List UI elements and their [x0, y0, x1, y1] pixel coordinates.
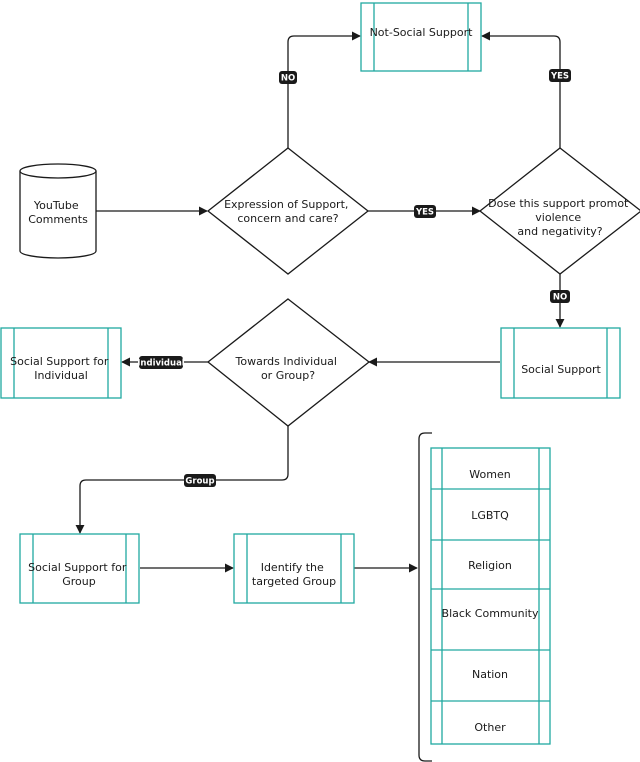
dose-line-1: Dose this support promot	[488, 197, 629, 210]
edge-dose-to-not-social	[481, 31, 561, 148]
edge-label-no-mid-text: NO	[553, 293, 567, 303]
social-support-group-label: Social Support for Group	[28, 561, 130, 588]
identify-group-label: Identify the targeted Group	[252, 561, 336, 588]
edge-expression-to-not-social	[287, 31, 361, 148]
expression-label: Expression of Support, concern and care?	[224, 198, 352, 225]
group-item-other: Other	[474, 721, 506, 734]
youtube-line-1: YouTube	[33, 199, 79, 212]
edge-label-no-mid: NO	[550, 290, 570, 303]
towards-line-1: Towards Individual	[235, 355, 337, 368]
youtube-comments-database: YouTube Comments	[19, 163, 97, 259]
dose-decision: Dose this support promot violence and ne…	[478, 147, 640, 275]
ss-group-line-2: Group	[62, 575, 96, 588]
dose-line-3: and negativity?	[517, 225, 602, 238]
groups-bracket	[418, 432, 432, 762]
edge-label-yes-mid-text: YES	[415, 208, 434, 218]
youtube-comments-label: YouTube Comments	[28, 199, 88, 226]
expression-line-2: concern and care?	[237, 212, 338, 225]
ss-individual-line-1: Social Support for	[10, 355, 109, 368]
social-support-individual-box: Social Support for Individual	[0, 327, 122, 399]
dose-label: Dose this support promot violence and ne…	[488, 197, 632, 238]
group-item-women: Women	[469, 468, 510, 481]
expression-decision: Expression of Support, concern and care?	[206, 147, 370, 275]
edge-label-no-top-text: NO	[281, 74, 295, 84]
target-groups-list: Women LGBTQ Religion Black Community Nat…	[430, 447, 551, 745]
identify-line-2: targeted Group	[252, 575, 336, 588]
dose-line-2: violence	[535, 211, 581, 224]
edge-label-individual-text: Individual	[137, 359, 185, 369]
social-support-individual-label: Social Support for Individual	[10, 355, 112, 382]
group-item-nation: Nation	[472, 668, 508, 681]
group-item-black-community: Black Community	[442, 607, 539, 620]
edge-label-no-top: NO	[279, 71, 297, 84]
edge-label-individual: Individual	[137, 356, 185, 369]
edge-label-group: Group	[184, 474, 216, 487]
social-support-group-box: Social Support for Group	[19, 533, 140, 604]
edge-label-group-text: Group	[185, 477, 214, 487]
not-social-support-box: Not-Social Support	[360, 2, 482, 72]
social-support-label: Social Support	[521, 363, 601, 376]
identify-line-1: Identify the	[261, 561, 324, 574]
social-support-box: Social Support	[500, 327, 621, 399]
group-item-lgbtq: LGBTQ	[471, 509, 509, 522]
expression-line-1: Expression of Support,	[224, 198, 348, 211]
identify-group-box: Identify the targeted Group	[233, 533, 355, 604]
towards-label: Towards Individual or Group?	[235, 355, 341, 382]
ss-group-line-1: Social Support for	[28, 561, 127, 574]
towards-decision: Towards Individual or Group?	[206, 298, 371, 427]
group-item-religion: Religion	[468, 559, 512, 572]
edge-label-yes-mid: YES	[414, 205, 436, 218]
edge-label-yes-right-text: YES	[550, 72, 569, 82]
edge-label-yes-right: YES	[549, 69, 571, 82]
towards-line-2: or Group?	[261, 369, 315, 382]
not-social-support-label: Not-Social Support	[370, 26, 474, 39]
ss-individual-line-2: Individual	[34, 369, 88, 382]
youtube-line-2: Comments	[28, 213, 88, 226]
